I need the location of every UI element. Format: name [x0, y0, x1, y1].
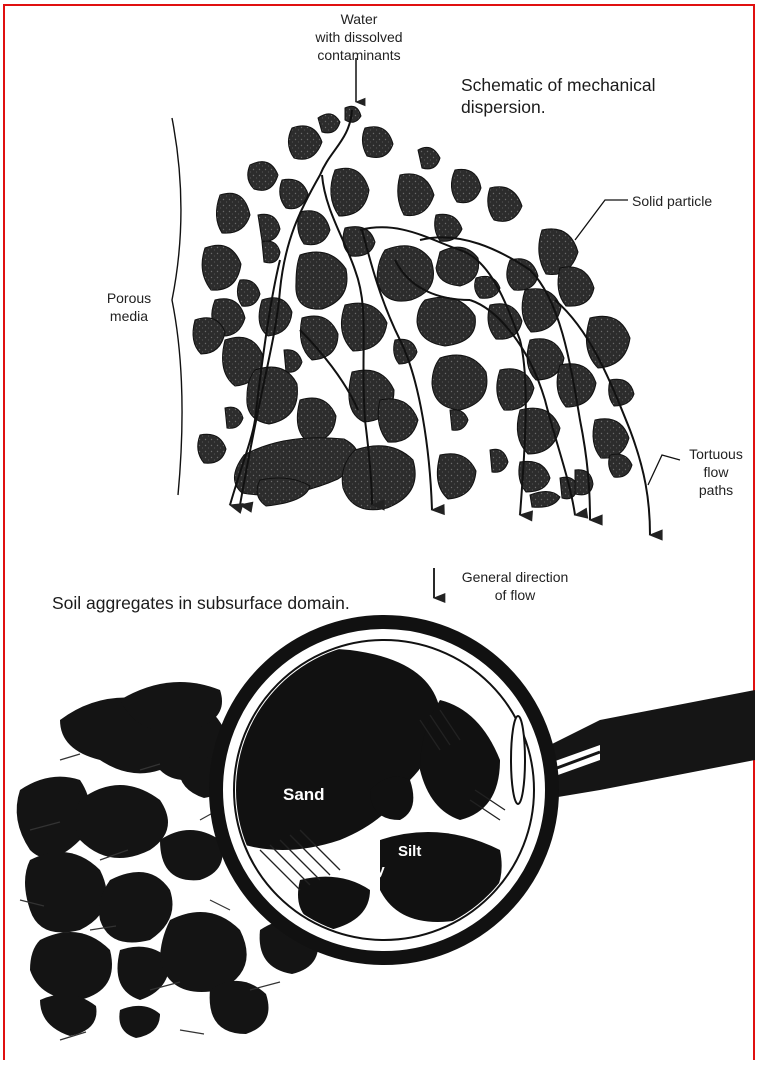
solid-particles — [193, 106, 634, 510]
solid-particle-label: Solid particle — [632, 192, 752, 210]
porous-media-brace — [172, 118, 182, 495]
bottom-diagram-title: Soil aggregates in subsurface domain. — [52, 592, 432, 614]
solid-particle-leader — [575, 200, 628, 240]
porous-media-label: Porous media — [94, 289, 164, 325]
inflow-label: Water with dissolved contaminants — [284, 10, 434, 64]
silt-label: Silt — [398, 843, 421, 860]
top-diagram-title: Schematic of mechanical dispersion. — [461, 74, 731, 118]
flow-direction-label: General direction of flow — [445, 568, 585, 604]
clay-label: Clay — [353, 862, 385, 879]
lens-rim-highlight — [511, 716, 525, 804]
magnifier-lens — [203, 622, 552, 958]
tortuous-leader — [648, 455, 680, 485]
tortuous-label: Tortuous flow paths — [680, 445, 752, 499]
sand-label: Sand — [283, 785, 325, 804]
